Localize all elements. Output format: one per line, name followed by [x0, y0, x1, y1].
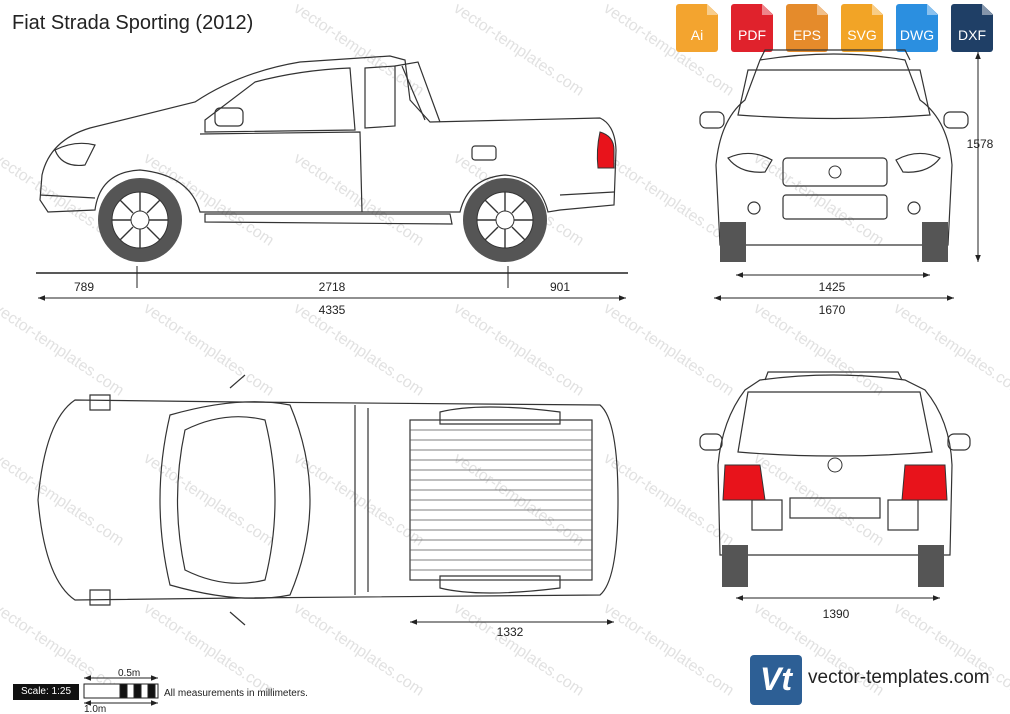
side-tail-light	[596, 131, 615, 169]
dim-cargo-width: 1332	[497, 625, 524, 639]
rear-right-tail-light	[901, 464, 948, 501]
scale-one-meter: 1.0m	[84, 704, 106, 714]
format-label: PDF	[738, 27, 766, 43]
dim-height: 1578	[967, 137, 994, 151]
side-rear-wheel	[463, 178, 547, 262]
format-dxf-icon[interactable]: DXF	[951, 4, 993, 52]
format-ai-icon[interactable]: Ai	[676, 4, 718, 52]
format-dwg-icon[interactable]: DWG	[896, 4, 938, 52]
rear-badge-icon	[827, 457, 843, 473]
top-view	[37, 374, 619, 626]
rear-view	[699, 371, 971, 556]
rear-right-tire	[918, 545, 944, 587]
format-label: SVG	[847, 27, 877, 43]
page-title: Fiat Strada Sporting (2012)	[12, 12, 254, 34]
dim-rear-overhang: 901	[550, 280, 570, 294]
side-view	[39, 55, 617, 225]
format-label: DWG	[899, 27, 935, 43]
front-view	[699, 49, 969, 246]
cargo-bed-slats	[410, 429, 592, 571]
side-front-wheel	[98, 178, 182, 262]
dim-front-track: 1425	[819, 280, 846, 294]
dim-rear-track: 1390	[823, 607, 850, 621]
brand-footer[interactable]: Vt vector-templates.com	[750, 655, 1010, 711]
scale-half-meter: 0.5m	[118, 668, 140, 679]
format-svg-icon[interactable]: SVG	[841, 4, 883, 52]
brand-logo-icon: Vt	[750, 655, 802, 705]
front-badge-icon	[828, 165, 842, 179]
dim-wheelbase: 2718	[319, 280, 346, 294]
dim-front-overhang: 789	[74, 280, 94, 294]
format-icons: Ai PDF EPS SVG DWG DXF	[676, 4, 1006, 56]
side-dimensions	[36, 266, 628, 301]
front-left-tire	[720, 222, 746, 262]
scale-label: Scale: 1:25	[13, 684, 79, 700]
rear-left-tail-light	[722, 464, 766, 501]
format-label: EPS	[792, 27, 821, 43]
front-right-tire	[922, 222, 948, 262]
format-label: Ai	[690, 27, 704, 43]
format-label: DXF	[958, 27, 986, 43]
measurement-footnote: All measurements in millimeters.	[164, 688, 308, 699]
front-dimensions	[714, 52, 981, 301]
dim-width: 1670	[819, 303, 846, 317]
rear-left-tire	[722, 545, 748, 587]
format-pdf-icon[interactable]: PDF	[731, 4, 773, 52]
dim-overall-length: 4335	[319, 303, 346, 317]
format-eps-icon[interactable]: EPS	[786, 4, 828, 52]
brand-name: vector-templates.com	[808, 667, 990, 688]
scale-bar	[83, 675, 159, 706]
